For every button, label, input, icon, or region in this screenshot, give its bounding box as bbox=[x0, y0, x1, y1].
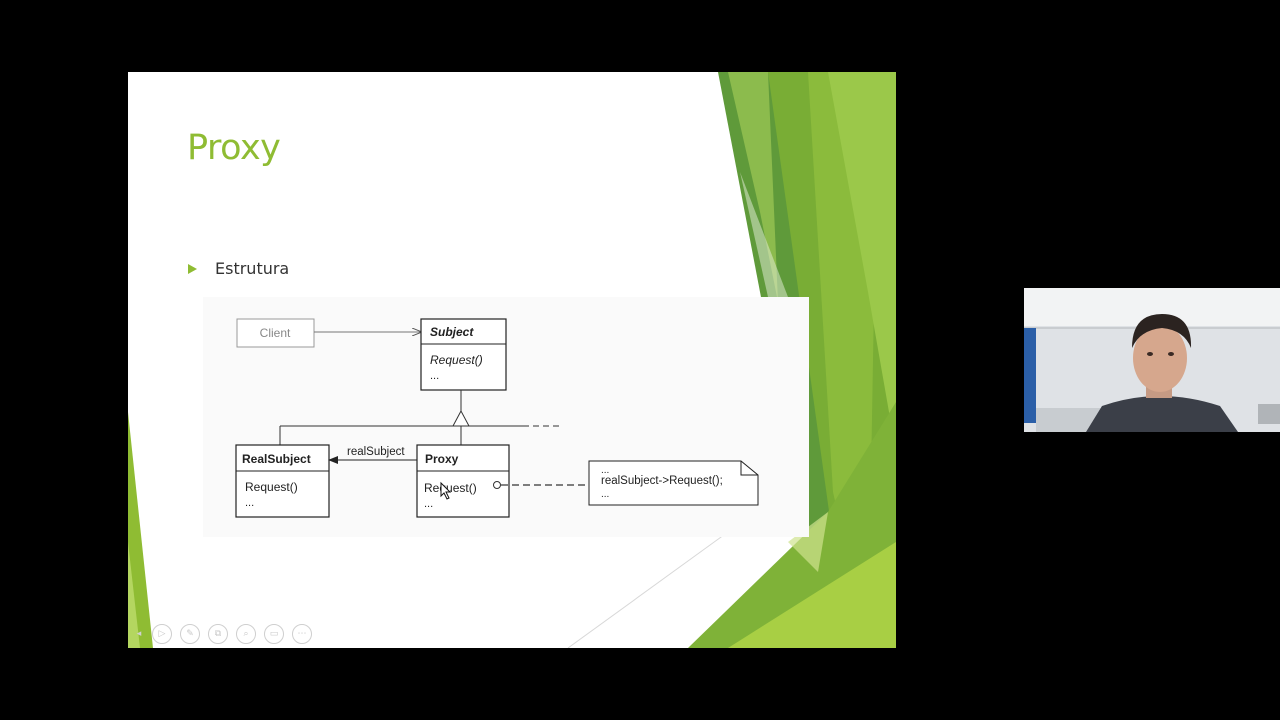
subject-class: Subject Request() ... bbox=[420, 318, 507, 391]
screen-icon[interactable]: ▭ bbox=[264, 624, 284, 644]
association-label: realSubject bbox=[347, 446, 405, 458]
inheritance-triangle bbox=[452, 409, 470, 427]
note-code: realSubject->Request(); bbox=[601, 475, 723, 487]
pen-icon[interactable]: ✎ bbox=[180, 624, 200, 644]
play-icon[interactable]: ▷ bbox=[152, 624, 172, 644]
presenter-webcam bbox=[1024, 288, 1280, 432]
proxy-op: Request() bbox=[424, 481, 477, 495]
real-subject-ellipsis: ... bbox=[245, 497, 254, 509]
previous-arrow-icon[interactable]: ◂ bbox=[136, 629, 142, 639]
proxy-name: Proxy bbox=[425, 452, 459, 466]
triangle-bullet-icon bbox=[188, 263, 197, 274]
real-subject-op: Request() bbox=[245, 480, 298, 494]
proxy-uml-diagram: Client Subject Request() ... Re bbox=[203, 297, 809, 537]
code-note: ... realSubject->Request(); ... bbox=[588, 460, 759, 506]
proxy-ellipsis: ... bbox=[424, 498, 433, 510]
client-box: Client bbox=[236, 318, 315, 348]
subject-ellipsis: ... bbox=[430, 370, 439, 382]
slides-icon[interactable]: ⧉ bbox=[208, 624, 228, 644]
slide-title: Proxy bbox=[187, 128, 281, 168]
subject-op: Request() bbox=[430, 353, 483, 367]
bullet-text: Estrutura bbox=[215, 259, 290, 278]
note-top: ... bbox=[601, 465, 609, 476]
bullet-item: Estrutura bbox=[188, 259, 289, 278]
real-subject-class: RealSubject Request() ... bbox=[235, 444, 330, 518]
slideshow-toolbar: ◂ ▷ ✎ ⧉ ⌕ ▭ ⋯ bbox=[134, 624, 312, 644]
mouse-cursor-icon bbox=[440, 481, 452, 500]
zoom-icon[interactable]: ⌕ bbox=[236, 624, 256, 644]
client-label: Client bbox=[260, 326, 291, 340]
proxy-class: Proxy Request() ... bbox=[416, 444, 510, 518]
subject-name: Subject bbox=[430, 325, 474, 339]
presentation-slide: Proxy Estrutura Client bbox=[128, 72, 896, 648]
real-subject-name: RealSubject bbox=[242, 452, 311, 466]
more-options-icon[interactable]: ⋯ bbox=[292, 624, 312, 644]
note-bottom: ... bbox=[601, 489, 609, 500]
